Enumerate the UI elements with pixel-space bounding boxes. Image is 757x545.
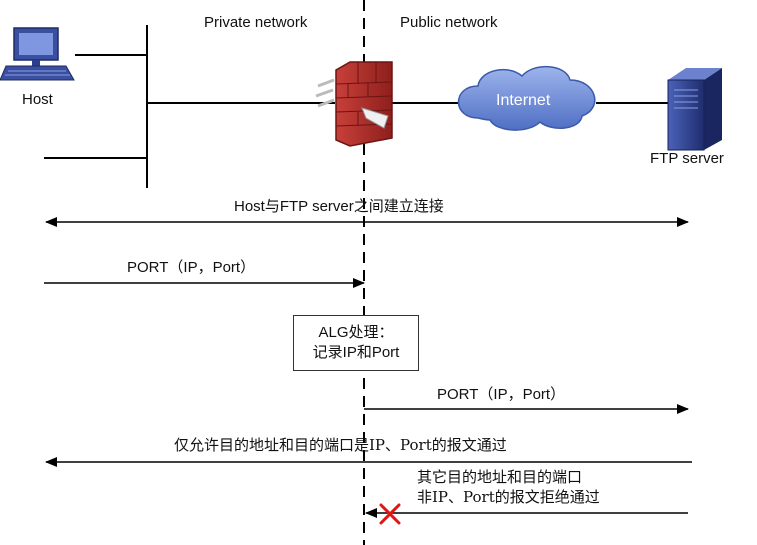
alg-process-box: ALG处理： 记录IP和Port [293, 315, 419, 371]
red-x-icon [379, 503, 401, 525]
allow-message: 仅允许目的地址和目的端口是IP、Port的报文通过 [174, 436, 507, 454]
deny-message-line-2: 非IP、Port的报文拒绝通过 [417, 488, 600, 506]
host-label: Host [22, 91, 53, 108]
connect-message: Host与FTP server之间建立连接 [234, 198, 444, 215]
deny-message-line-1: 其它目的地址和目的端口 [417, 468, 583, 486]
server-icon [667, 68, 722, 151]
computer-icon [0, 27, 75, 81]
firewall-icon [315, 61, 393, 147]
topology [44, 25, 668, 188]
port-forward-message: PORT（IP，Port） [437, 386, 566, 403]
alg-line-1: ALG处理： [318, 324, 394, 341]
alg-line-2: 记录IP和Port [312, 344, 400, 361]
ftp-server-label: FTP server [650, 150, 724, 167]
internet-label: Internet [496, 92, 551, 109]
port-out-message: PORT（IP，Port） [127, 259, 256, 276]
cloud-icon [457, 65, 596, 131]
public-network-label: Public network [400, 14, 498, 31]
private-network-label: Private network [204, 14, 308, 31]
